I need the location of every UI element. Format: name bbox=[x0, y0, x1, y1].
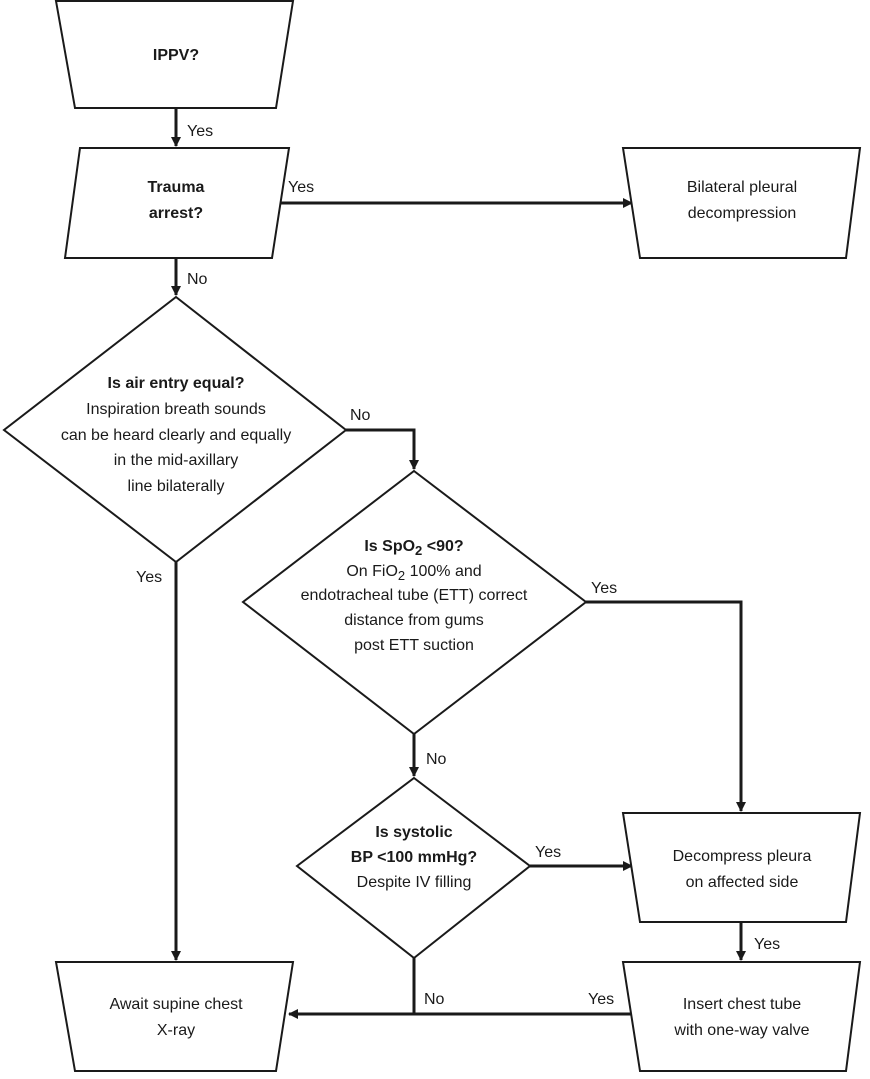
edge-label-yes: Yes bbox=[535, 844, 561, 861]
node-spo2-line4: post ETT suction bbox=[354, 637, 474, 654]
node-air-line1: Inspiration breath sounds bbox=[86, 401, 266, 418]
node-bilateral-decompression: Bilateral pleural decompression bbox=[621, 147, 862, 259]
edge-insert-to-await: Yes bbox=[288, 991, 634, 1019]
edge-label-yes: Yes bbox=[136, 569, 162, 586]
node-await-line2: X-ray bbox=[157, 1022, 195, 1039]
edge-label-yes: Yes bbox=[187, 123, 213, 140]
node-systolic-line1: Despite IV filling bbox=[357, 874, 472, 891]
edge-systolic-to-decompress: Yes bbox=[530, 844, 633, 871]
node-insert-line2: with one-way valve bbox=[673, 1022, 809, 1039]
node-spo2-line2: endotracheal tube (ETT) correct bbox=[301, 587, 528, 604]
edge-label-yes: Yes bbox=[588, 991, 614, 1008]
node-systolic-title2: BP <100 mmHg? bbox=[351, 849, 477, 866]
edge-air-to-await: Yes bbox=[136, 562, 181, 961]
node-air-line4: line bilaterally bbox=[128, 478, 225, 495]
node-await-xray: Await supine chest X-ray bbox=[54, 961, 295, 1072]
edge-label-yes: Yes bbox=[591, 580, 617, 597]
node-spo2-line3: distance from gums bbox=[344, 612, 484, 629]
node-bilateral-line1: Bilateral pleural bbox=[687, 179, 797, 196]
edge-label-no: No bbox=[426, 751, 447, 768]
edge-ippv-to-trauma: Yes bbox=[171, 108, 213, 147]
edge-label-no: No bbox=[350, 407, 371, 424]
node-systolic-decision: Is systolic BP <100 mmHg? Despite IV fil… bbox=[295, 776, 532, 960]
node-trauma-arrest: Trauma arrest? bbox=[63, 147, 291, 259]
node-insert-line1: Insert chest tube bbox=[683, 996, 801, 1013]
node-air-line3: in the mid-axillary bbox=[114, 452, 238, 469]
node-systolic-title1: Is systolic bbox=[375, 824, 452, 841]
edge-air-to-spo2: No bbox=[346, 407, 419, 470]
edge-decompress-to-insert: Yes bbox=[736, 922, 780, 961]
edge-label-yes: Yes bbox=[754, 936, 780, 953]
node-ippv-title: IPPV? bbox=[153, 47, 199, 64]
node-air-title: Is air entry equal? bbox=[108, 375, 245, 392]
node-decompress-line1: Decompress pleura bbox=[673, 848, 812, 865]
edge-label-no: No bbox=[424, 991, 445, 1008]
edge-trauma-to-bilateral: Yes bbox=[272, 179, 633, 208]
node-trauma-line1: Trauma bbox=[148, 179, 205, 196]
node-air-line2: can be heard clearly and equally bbox=[61, 427, 291, 444]
node-ippv: IPPV? bbox=[54, 0, 295, 109]
node-insert-chest-tube: Insert chest tube with one-way valve bbox=[621, 961, 862, 1072]
node-spo2-decision: Is SpO2 <90? On FiO2 100% and endotrache… bbox=[241, 469, 588, 736]
edge-label-yes: Yes bbox=[288, 179, 314, 196]
node-await-line1: Await supine chest bbox=[109, 996, 243, 1013]
node-trauma-line2: arrest? bbox=[149, 205, 203, 222]
edge-systolic-to-await: No bbox=[412, 958, 445, 1014]
edge-trauma-to-air-entry: No bbox=[171, 258, 208, 296]
node-bilateral-line2: decompression bbox=[688, 205, 797, 222]
node-spo2-title: Is SpO2 <90? bbox=[364, 538, 463, 558]
node-air-entry-decision: Is air entry equal? Inspiration breath s… bbox=[2, 295, 348, 564]
edge-spo2-to-decompress: Yes bbox=[586, 580, 746, 812]
node-decompress-line2: on affected side bbox=[686, 874, 799, 891]
edge-label-no: No bbox=[187, 271, 208, 288]
node-decompress-pleura: Decompress pleura on affected side bbox=[621, 812, 862, 923]
edge-spo2-to-systolic: No bbox=[409, 734, 447, 777]
node-spo2-line1: On FiO2 100% and bbox=[346, 563, 481, 583]
